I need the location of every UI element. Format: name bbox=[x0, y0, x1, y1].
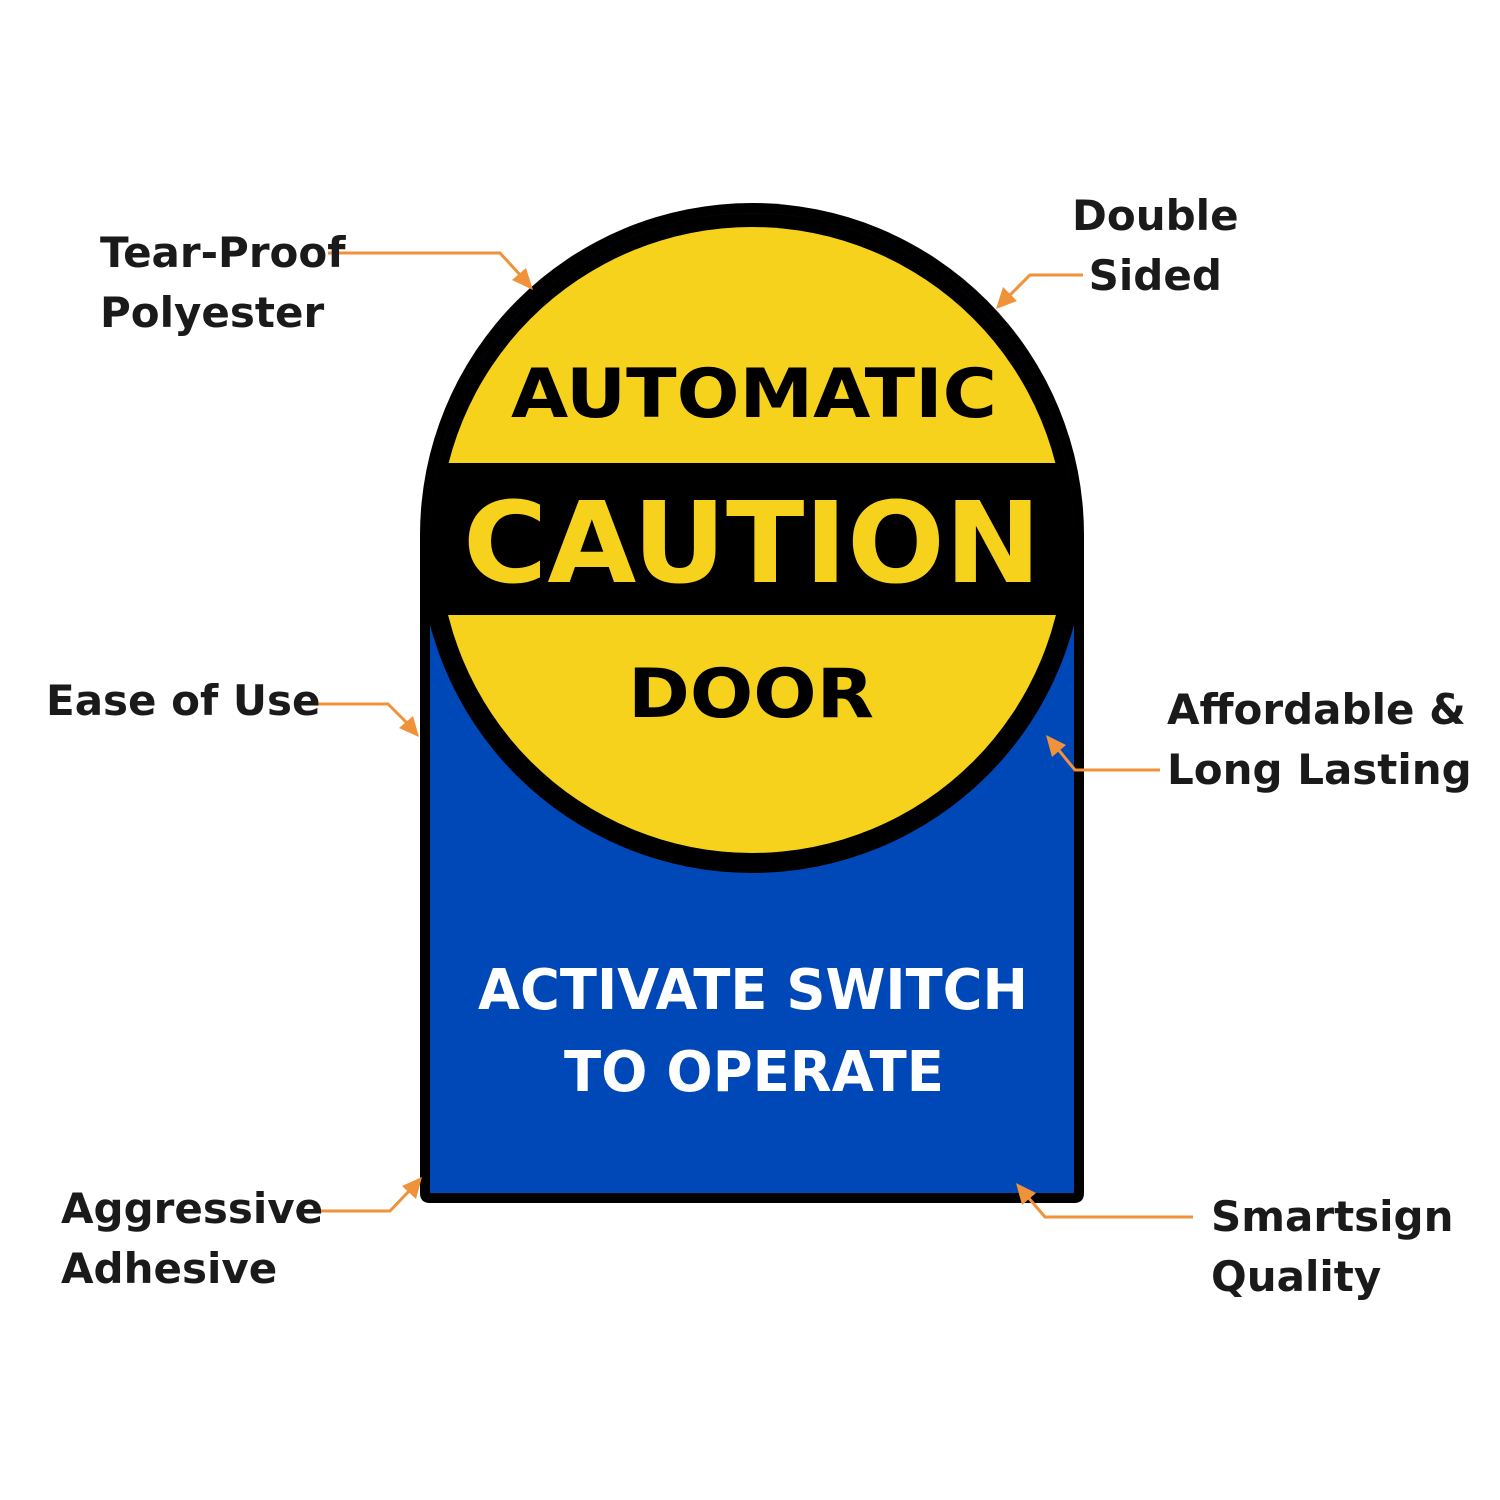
callout-adhesive: Aggressive Adhesive bbox=[61, 1179, 323, 1299]
sign-top-word: AUTOMATIC bbox=[511, 355, 997, 434]
callout-double-sided-line2: Sided bbox=[1088, 251, 1222, 300]
arrowhead bbox=[402, 1177, 422, 1199]
callout-adhesive-line2: Adhesive bbox=[61, 1244, 278, 1293]
leader-adhesive bbox=[296, 1177, 422, 1213]
callout-quality: Smartsign Quality bbox=[1211, 1187, 1454, 1307]
callout-adhesive-line1: Aggressive bbox=[61, 1184, 324, 1233]
sign-instruction-line2: TO OPERATE bbox=[564, 1040, 944, 1105]
callout-quality-line2: Quality bbox=[1211, 1252, 1382, 1301]
arrowhead bbox=[996, 287, 1017, 309]
arrowhead bbox=[512, 268, 533, 290]
callout-affordable-line1: Affordable & bbox=[1167, 685, 1466, 734]
callout-quality-line1: Smartsign bbox=[1211, 1192, 1454, 1241]
callout-tear-proof: Tear-Proof Polyester bbox=[100, 223, 346, 343]
leader-quality bbox=[1016, 1183, 1193, 1219]
callout-double-sided-line1: Double bbox=[1072, 191, 1239, 240]
leader-ease-of-use bbox=[296, 702, 419, 737]
callout-affordable: Affordable & Long Lasting bbox=[1167, 680, 1472, 800]
leader-double-sided bbox=[996, 273, 1083, 309]
caution-band bbox=[430, 463, 1074, 615]
callout-double-sided: Double Sided bbox=[1072, 186, 1239, 306]
leader-tear-proof bbox=[328, 251, 533, 290]
callout-affordable-line2: Long Lasting bbox=[1167, 745, 1472, 794]
arrowhead bbox=[1046, 735, 1066, 757]
sign-bottom-word: DOOR bbox=[628, 655, 874, 734]
caution-sign: AUTOMATIC CAUTION DOOR ACTIVATE SWITCH T… bbox=[420, 203, 1084, 1203]
callout-tear-proof-line2: Polyester bbox=[100, 288, 325, 337]
sign-band-word: CAUTION bbox=[463, 479, 1041, 609]
callout-ease-of-use-line1: Ease of Use bbox=[46, 676, 321, 725]
sign-instruction-line1: ACTIVATE SWITCH bbox=[478, 958, 1028, 1023]
arrowhead bbox=[1016, 1183, 1036, 1205]
callout-tear-proof-line1: Tear-Proof bbox=[100, 228, 346, 277]
arrowhead bbox=[399, 716, 419, 737]
leader-affordable bbox=[1046, 735, 1160, 772]
callout-ease-of-use: Ease of Use bbox=[46, 671, 320, 731]
